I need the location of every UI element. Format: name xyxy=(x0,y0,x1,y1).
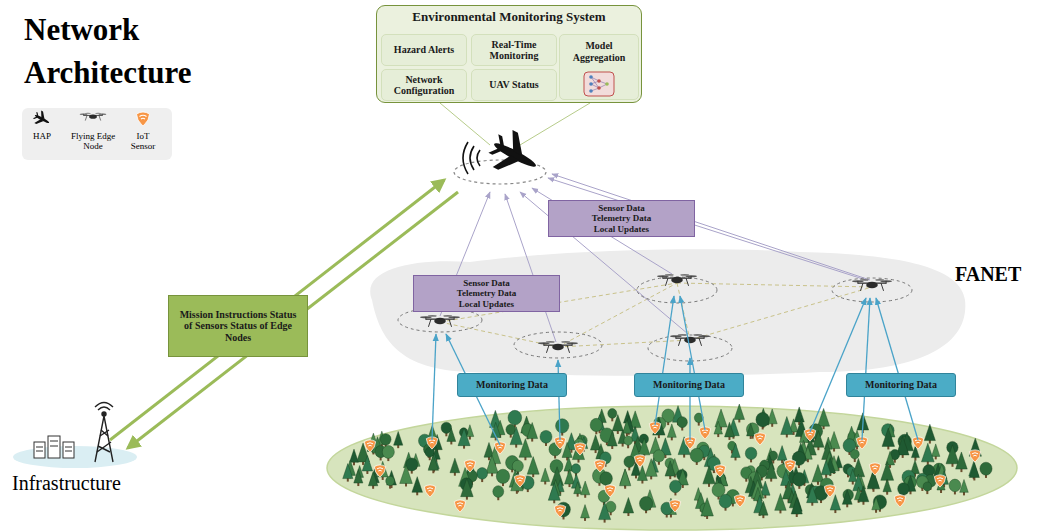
node-text: Sensor Data Telemetry Data Local Updates xyxy=(449,278,525,309)
uplink-arrow xyxy=(110,180,444,440)
callout-line xyxy=(440,103,490,145)
flying-edge-node xyxy=(538,341,578,353)
node-text: Network Configuration xyxy=(385,74,463,97)
drone-coverage xyxy=(398,277,912,361)
infrastructure-label: Infrastructure xyxy=(12,472,121,495)
iot-sensor xyxy=(364,440,375,452)
system-panel: Environmental Monitoring SystemHazard Al… xyxy=(376,5,642,103)
iot-sensors xyxy=(364,422,980,517)
info-box: Sensor Data Telemetry Data Local Updates xyxy=(548,200,695,237)
hap-aircraft xyxy=(484,125,546,185)
iot-sensor xyxy=(634,455,645,467)
hap-signal xyxy=(463,142,480,174)
iot-sensor xyxy=(574,443,585,455)
legend-text: IoT Sensor xyxy=(126,132,160,152)
iot-sensor xyxy=(894,495,905,507)
info-box: Model Aggregation xyxy=(559,34,639,100)
radio-tower xyxy=(95,403,113,463)
iot-sensor xyxy=(784,460,795,472)
iot-sensor xyxy=(604,485,615,497)
iot-sensor xyxy=(424,485,435,497)
flying-edge-node xyxy=(670,334,710,346)
node-text: Environmental Monitoring System xyxy=(412,10,605,25)
iot-sensor xyxy=(934,475,945,487)
info-box: Mission Instructions Status of Sensors S… xyxy=(168,295,308,357)
legend-hap-icon xyxy=(31,109,52,129)
iot-sensor xyxy=(869,463,880,475)
node-text: Model Aggregation xyxy=(565,40,633,63)
uav-uplinks xyxy=(440,174,870,342)
forest-trees xyxy=(343,404,992,523)
node-text: Mission Instructions Status of Sensors S… xyxy=(179,309,297,344)
iot-sensor xyxy=(374,465,385,477)
legend-panel xyxy=(22,108,172,160)
info-box: Monitoring Data xyxy=(634,373,744,397)
model-aggregation-icon xyxy=(584,72,614,96)
node-text: UAV Status xyxy=(474,79,554,91)
node-text: Real-Time Monitoring xyxy=(483,39,545,62)
node-text: Monitoring Data xyxy=(849,379,953,391)
flying-edge-node xyxy=(852,279,892,291)
iot-sensor xyxy=(594,460,605,472)
iot-sensor xyxy=(669,500,680,512)
legend-text: HAP xyxy=(27,132,57,142)
info-box: Network Configuration xyxy=(381,69,467,101)
server-icons xyxy=(34,436,74,458)
node-text: Monitoring Data xyxy=(460,379,564,391)
legend-drone-icon xyxy=(80,113,107,121)
downlink-arrow xyxy=(128,192,458,448)
iot-sensor xyxy=(454,500,465,512)
iot-sensor xyxy=(714,465,725,477)
diagram-title: Network Architecture xyxy=(24,8,239,95)
flying-edge-node xyxy=(420,315,460,327)
iot-sensor xyxy=(969,450,980,462)
legend-sensor-icon xyxy=(137,112,150,126)
node-text: Sensor Data Telemetry Data Local Updates xyxy=(584,203,660,234)
node-text: Monitoring Data xyxy=(637,379,741,391)
info-box: Hazard Alerts xyxy=(381,34,467,66)
info-box: Real-Time Monitoring xyxy=(471,34,557,66)
region-label: FANET xyxy=(955,263,1021,286)
callout-line xyxy=(520,103,590,145)
iot-sensor xyxy=(554,505,565,517)
legend-text: Flying Edge Node xyxy=(68,132,118,152)
info-box: Monitoring Data xyxy=(457,373,567,397)
info-box: Sensor Data Telemetry Data Local Updates xyxy=(413,275,560,312)
iot-sensor xyxy=(514,475,525,487)
flying-edge-node xyxy=(657,274,697,286)
iot-sensor xyxy=(734,495,745,507)
iot-sensor xyxy=(824,485,835,497)
iot-sensor xyxy=(464,460,475,472)
node-text: Hazard Alerts xyxy=(384,44,464,56)
info-box: UAV Status xyxy=(471,69,557,101)
iot-sensor xyxy=(754,433,765,445)
monitoring-uplinks xyxy=(432,296,918,445)
infrastructure-ground xyxy=(13,446,137,468)
info-box: Monitoring Data xyxy=(846,373,956,397)
